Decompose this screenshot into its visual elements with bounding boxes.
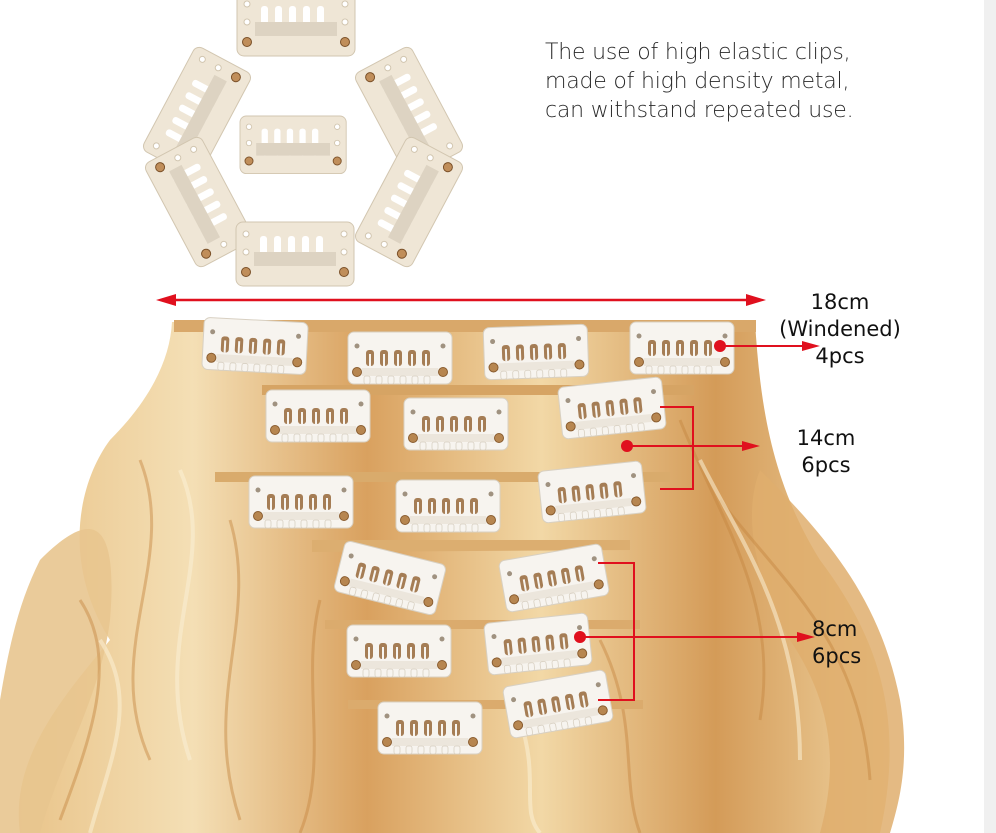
bracket-14cm [660,406,694,490]
caption-line: made of high density metal, [545,69,850,94]
size-text: 18cm [810,290,870,314]
measurement-annotations [156,294,820,701]
pointer-18cm-arrow-icon [714,340,820,352]
width-double-arrow-icon [156,294,766,306]
pointer-14cm-arrow-icon [621,440,760,452]
bracket-8cm [598,562,635,701]
page-edge-strip [984,0,996,833]
count-text: 4pcs [815,344,865,368]
feature-description: The use of high elastic clips, made of h… [545,38,854,125]
label-14cm: 14cm 6pcs [776,425,876,479]
hair-clip-icon [236,0,356,57]
hair-clip-icon [235,221,355,287]
count-text: 6pcs [801,453,851,477]
label-18cm: 18cm (Windened) 4pcs [770,289,910,370]
note-text: (Windened) [779,317,901,341]
size-text: 14cm [796,426,856,450]
pointer-8cm-arrow-icon [574,631,815,643]
caption-line: can withstand repeated use. [545,98,854,123]
clip-collection [140,0,466,287]
hair-clip-icon [239,115,347,175]
label-8cm: 8cm 6pcs [812,616,861,670]
caption-line: The use of high elastic clips, [545,40,851,65]
size-text: 8cm [812,617,858,641]
hair-extension-photo [0,320,905,833]
count-text: 6pcs [812,644,862,668]
